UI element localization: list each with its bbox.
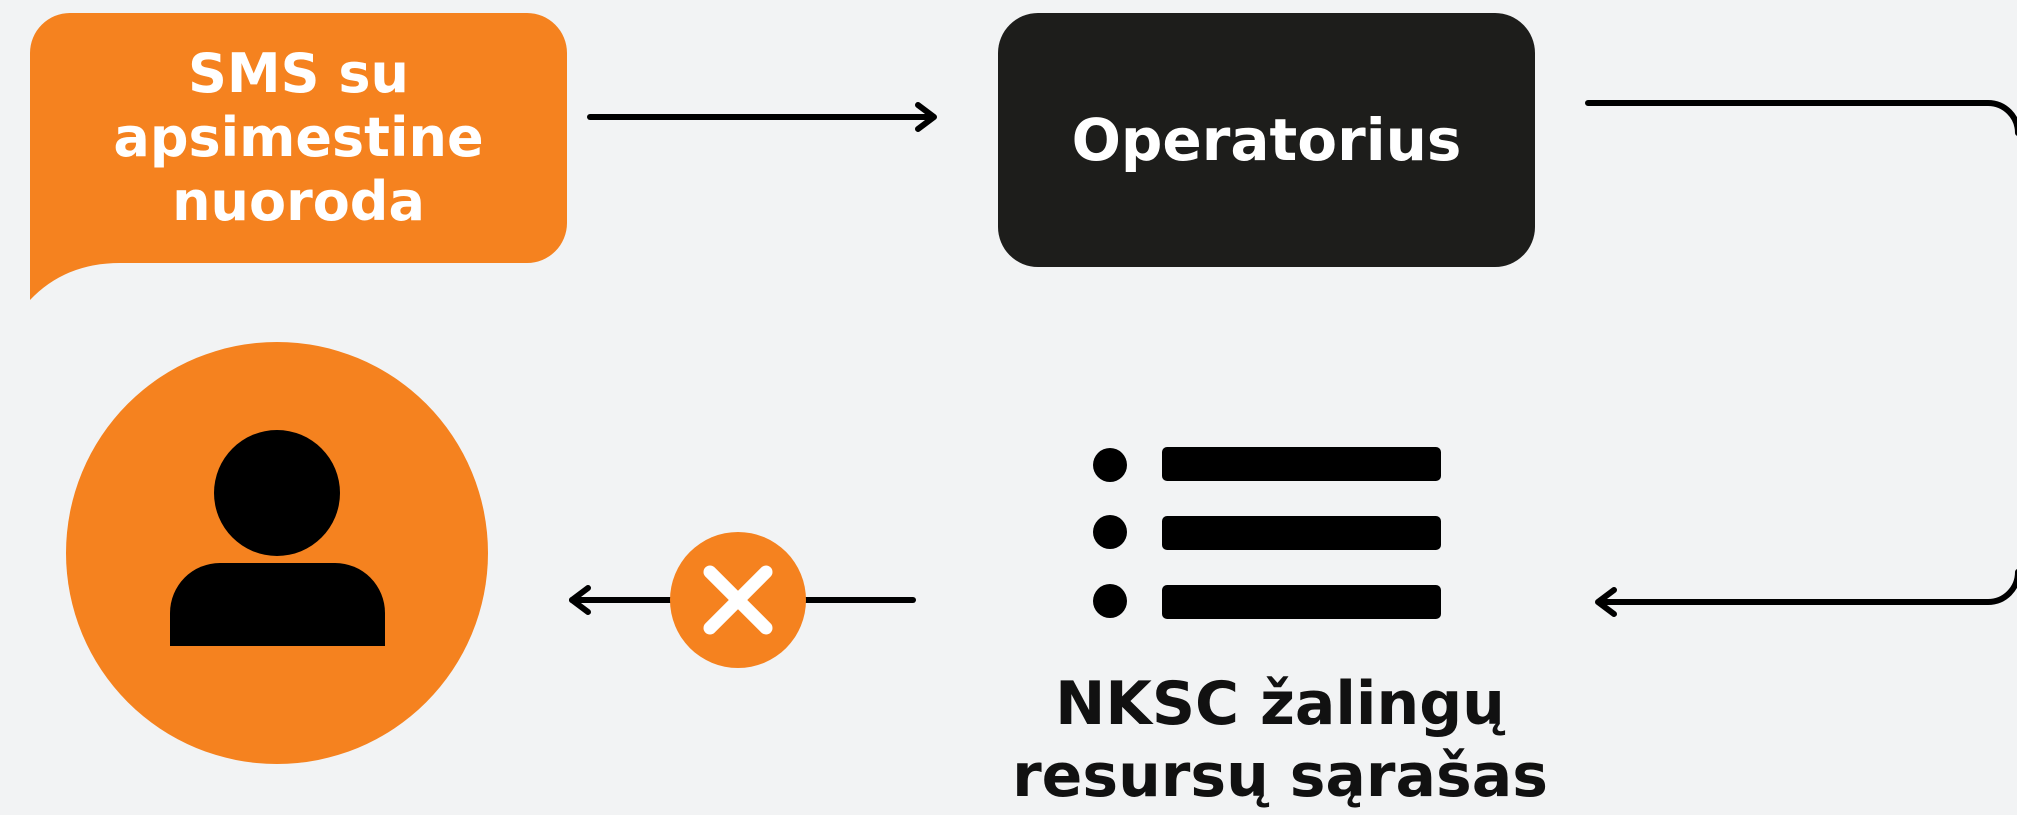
sms-bubble xyxy=(30,13,567,300)
arrow-sms-to-operator xyxy=(587,102,937,132)
close-icon xyxy=(670,532,806,668)
operator-box-bg xyxy=(998,13,1535,267)
list-icon xyxy=(1093,447,1441,619)
list-label-line1: NKSC žalingų xyxy=(1055,669,1505,739)
operator-node: Operatorius xyxy=(998,13,1535,267)
arrow-operator-to-list xyxy=(1585,100,2017,617)
sms-label-line3: nuoroda xyxy=(172,170,425,233)
sms-label-line2: apsimestine xyxy=(113,106,484,169)
operator-label: Operatorius xyxy=(1071,106,1462,174)
list-node-label: NKSC žalingų resursų sąrašas xyxy=(960,668,1600,812)
sms-label-line1: SMS su xyxy=(188,42,409,105)
user-icon xyxy=(66,342,488,764)
list-label-line2: resursų sąrašas xyxy=(1012,741,1548,811)
sms-node: SMS su apsimestine nuoroda xyxy=(30,13,567,263)
